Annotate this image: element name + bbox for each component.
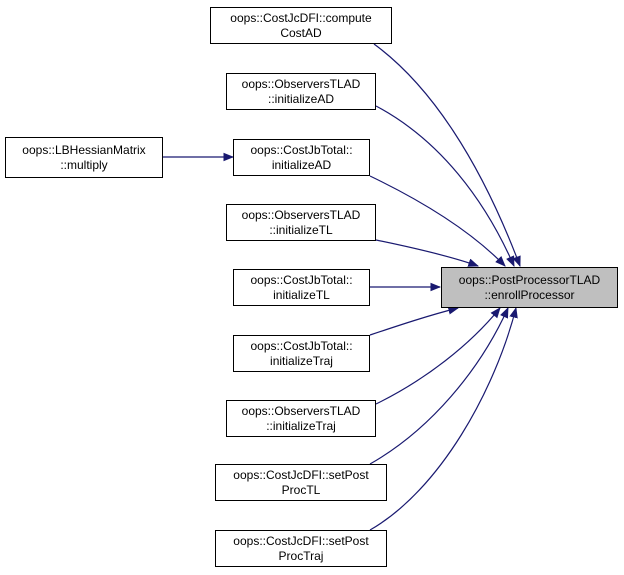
node-caller-line2: initializeAD [271, 157, 332, 172]
node-caller-c3[interactable]: oops::ObserversTLAD ::initializeTL [226, 204, 376, 241]
edge-c3-to-target [375, 239, 480, 267]
node-caller-c2[interactable]: oops::CostJbTotal:: initializeAD [233, 139, 370, 176]
edge-c0-to-target [373, 43, 521, 268]
node-caller-line1: oops::ObserversTLAD [241, 76, 361, 91]
node-target-line1: oops::PostProcessorTLAD [458, 272, 601, 287]
node-caller-line2: ProcTL [281, 482, 321, 497]
node-target-line2: ::enrollProcessor [484, 287, 575, 302]
node-caller-line1: oops::CostJcDFI::setPost [233, 467, 369, 482]
node-caller-line1: oops::CostJbTotal:: [250, 272, 353, 287]
node-caller-line2: initializeTL [273, 287, 330, 302]
node-caller-line1: oops::CostJcDFI::compute [230, 10, 372, 25]
node-caller-c7[interactable]: oops::CostJcDFI::setPost ProcTL [215, 464, 387, 501]
node-target[interactable]: oops::PostProcessorTLAD ::enrollProcesso… [441, 267, 618, 308]
node-caller-c4[interactable]: oops::CostJbTotal:: initializeTL [233, 269, 370, 306]
node-caller-c8[interactable]: oops::CostJcDFI::setPost ProcTraj [215, 530, 387, 567]
node-caller-c1[interactable]: oops::ObserversTLAD ::initializeAD [226, 73, 376, 110]
edge-c7-to-target [369, 307, 509, 465]
node-secondary-line1: oops::LBHessianMatrix [22, 142, 146, 157]
node-secondary-s0[interactable]: oops::LBHessianMatrix ::multiply [5, 137, 163, 178]
node-caller-line2: initializeTraj [270, 353, 333, 368]
node-caller-line1: oops::CostJcDFI::setPost [233, 533, 369, 548]
node-caller-line2: ::initializeAD [267, 91, 335, 106]
node-caller-line1: oops::CostJbTotal:: [250, 142, 353, 157]
node-caller-line1: oops::ObserversTLAD [241, 403, 361, 418]
edge-c5-to-target [369, 306, 460, 336]
node-caller-line2: CostAD [280, 25, 322, 40]
node-caller-line2: ::initializeTL [269, 222, 333, 237]
edge-c1-to-target [375, 105, 515, 267]
node-caller-line2: ::initializeTraj [266, 418, 336, 433]
node-caller-line1: oops::ObserversTLAD [241, 207, 361, 222]
node-secondary-line2: ::multiply [60, 157, 108, 172]
node-caller-line1: oops::CostJbTotal:: [250, 338, 353, 353]
edge-c2-to-target [369, 175, 506, 267]
node-caller-c6[interactable]: oops::ObserversTLAD ::initializeTraj [226, 400, 376, 437]
node-caller-c5[interactable]: oops::CostJbTotal:: initializeTraj [233, 335, 370, 372]
edge-c8-to-target [369, 306, 518, 531]
node-caller-line2: ProcTraj [278, 548, 324, 563]
edge-c6-to-target [375, 307, 501, 405]
node-caller-c0[interactable]: oops::CostJcDFI::compute CostAD [210, 7, 392, 44]
